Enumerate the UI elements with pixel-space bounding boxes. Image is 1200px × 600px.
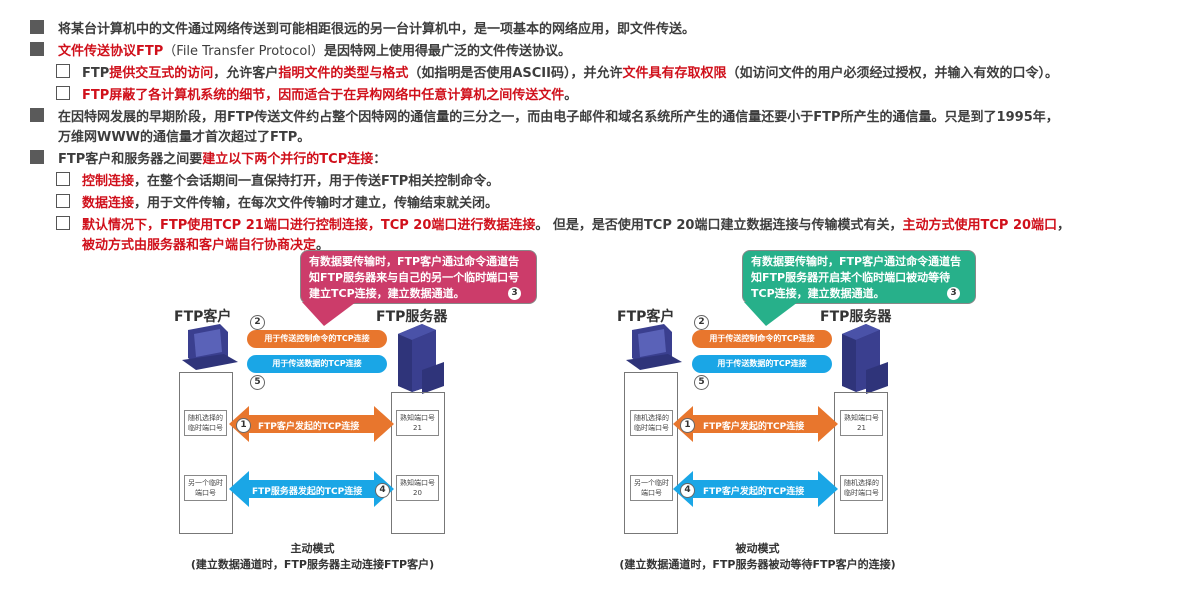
checkbox-bullet-icon <box>56 194 70 208</box>
bullet-text: 数据连接，用于文件传输，在每次文件传输时才建立，传输结束就关闭。 <box>82 192 498 211</box>
step-1-badge: 1 <box>680 418 695 433</box>
square-bullet-icon <box>30 150 44 164</box>
client-column <box>624 372 678 534</box>
server-port-21: 熟知端口号 21 <box>840 410 883 436</box>
highlight-text: 被动方式由服务器和客户端自行协商决定 <box>82 238 317 253</box>
server-icon <box>842 324 888 394</box>
body-text: 。 但是，是否使用TCP 20端口建立数据连接与传输模式有关， <box>535 218 903 233</box>
client-computer-icon <box>182 324 238 370</box>
arrow-2-label: FTP客户发起的TCP连接 <box>703 487 805 497</box>
body-text: 万维网WWW的通信量才首次超过了FTP。 <box>58 130 311 145</box>
highlight-text: 默认情况下，FTP使用TCP 21端口进行控制连接，TCP 20端口进行数据连接 <box>82 218 536 233</box>
bullet-text: FTP提供交互式的访问，允许客户指明文件的类型与格式（如指明是否使用ASCII码… <box>82 62 1058 81</box>
client-column <box>179 372 233 534</box>
highlight-text: 指明文件的类型与格式 <box>278 66 409 81</box>
body-text: ，允许客户 <box>213 66 279 81</box>
body-text: 在因特网发展的早期阶段，用FTP传送文件约占整个因特网的通信量的三分之一，而由电… <box>58 110 1059 125</box>
passive-caption-title: 被动模式 <box>735 542 780 555</box>
arrow-data-connection <box>229 471 394 507</box>
body-text: 将某台计算机中的文件通过网络传送到可能相距很远的另一台计算机中，是一项基本的网络… <box>58 22 696 37</box>
highlight-text: 主动方式使用TCP 20端口 <box>902 218 1058 233</box>
bullet-text: 万维网WWW的通信量才首次超过了FTP。 <box>58 126 310 145</box>
body-text: ， <box>1057 218 1071 233</box>
body-text: 是因特网上使用得最广泛的文件传送协议。 <box>323 44 571 59</box>
callout-pointer <box>744 302 798 326</box>
arrow-data-connection <box>673 471 838 507</box>
highlight-text: 文件具有存取权限 <box>622 66 727 81</box>
client-port-2: 另一个临时端口号 <box>184 475 227 501</box>
server-port-20: 熟知端口号 20 <box>396 475 439 501</box>
body-text: 。 <box>564 88 578 103</box>
bullet-text: 控制连接，在整个会话期间一直保持打开，用于传送FTP相关控制命令。 <box>82 170 499 189</box>
checkbox-bullet-icon <box>56 86 70 100</box>
body-text: （File Transfer Protocol） <box>163 44 324 59</box>
checkbox-bullet-icon <box>56 172 70 186</box>
client-port-1: 随机选择的临时端口号 <box>630 410 673 436</box>
step-4-badge: 4 <box>375 483 390 498</box>
square-bullet-icon <box>30 42 44 56</box>
highlight-text: FTP屏蔽了各计算机系统的细节，因而适合于在异构网络中任意计算机之间传送文件 <box>82 88 565 103</box>
server-port-random: 随机选择的临时端口号 <box>840 475 883 501</box>
arrow-2-label: FTP服务器发起的TCP连接 <box>252 487 363 497</box>
highlight-text: 数据连接 <box>82 196 135 211</box>
callout-pointer <box>302 302 356 326</box>
client-port-2: 另一个临时端口号 <box>630 475 673 501</box>
bullet-text: 被动方式由服务器和客户端自行协商决定。 <box>82 234 329 253</box>
highlight-text: 提供交互式的访问 <box>109 66 214 81</box>
square-bullet-icon <box>30 108 44 122</box>
client-label: FTP客户 <box>617 309 675 325</box>
server-label: FTP服务器 <box>376 309 448 325</box>
active-caption-sub: (建立数据通道时，FTP服务器主动连接FTP客户) <box>190 558 435 571</box>
body-text: （如访问文件的用户必须经过授权，并输入有效的口令）。 <box>726 66 1058 81</box>
step-3-badge: 3 <box>947 287 960 300</box>
server-column <box>391 392 445 534</box>
data-connection-pill: 用于传送数据的TCP连接 <box>247 355 387 373</box>
body-text: 。 <box>316 238 330 253</box>
client-computer-icon <box>626 324 682 370</box>
control-connection-pill: 用于传送控制命令的TCP连接 <box>692 330 832 348</box>
highlight-text: 控制连接 <box>82 174 135 189</box>
arrow-control-connection <box>673 406 838 442</box>
server-label: FTP服务器 <box>820 309 892 325</box>
bullet-text: 默认情况下，FTP使用TCP 21端口进行控制连接，TCP 20端口进行数据连接… <box>82 214 1070 233</box>
step-4-badge: 4 <box>680 483 695 498</box>
bullet-text: 将某台计算机中的文件通过网络传送到可能相距很远的另一台计算机中，是一项基本的网络… <box>58 18 695 37</box>
body-text: ，用于文件传输，在每次文件传输时才建立，传输结束就关闭。 <box>134 196 499 211</box>
body-text: FTP客户和服务器之间要 <box>58 152 203 167</box>
highlight-text: 建立以下两个并行的TCP连接 <box>202 152 374 167</box>
checkbox-bullet-icon <box>56 216 70 230</box>
checkbox-bullet-icon <box>56 64 70 78</box>
bullet-text: FTP客户和服务器之间要建立以下两个并行的TCP连接： <box>58 148 386 167</box>
passive-caption-sub: (建立数据通道时，FTP服务器被动等待FTP客户的连接) <box>619 558 896 571</box>
step-1-badge: 1 <box>236 418 251 433</box>
square-bullet-icon <box>30 20 44 34</box>
body-text: ： <box>373 152 387 167</box>
bullet-text: 文件传送协议FTP（File Transfer Protocol）是因特网上使用… <box>58 40 571 59</box>
bullet-text: FTP屏蔽了各计算机系统的细节，因而适合于在异构网络中任意计算机之间传送文件。 <box>82 84 577 103</box>
bullet-text: 在因特网发展的早期阶段，用FTP传送文件约占整个因特网的通信量的三分之一，而由电… <box>58 106 1059 125</box>
callout-passive: 有数据要传输时，FTP客户通过命令通道告知FTP服务器开启某个临时端口被动等待T… <box>742 250 976 304</box>
active-caption-title: 主动模式 <box>290 542 335 555</box>
step-2-badge: 2 <box>250 315 265 330</box>
step-5-badge: 5 <box>694 375 709 390</box>
control-connection-pill: 用于传送控制命令的TCP连接 <box>247 330 387 348</box>
arrow-1-label: FTP客户发起的TCP连接 <box>258 422 360 432</box>
active-mode-diagram: 有数据要传输时，FTP客户通过命令通道告知FTP服务器来与自己的另一个临时端口号… <box>174 250 537 571</box>
body-text: ，在整个会话期间一直保持打开，用于传送FTP相关控制命令。 <box>134 174 500 189</box>
arrow-control-connection <box>229 406 394 442</box>
highlight-text: 文件传送协议FTP <box>58 44 164 59</box>
server-column <box>834 392 888 534</box>
callout-active: 有数据要传输时，FTP客户通过命令通道告知FTP服务器来与自己的另一个临时端口号… <box>300 250 537 304</box>
data-connection-pill: 用于传送数据的TCP连接 <box>692 355 832 373</box>
server-icon <box>398 324 444 394</box>
body-text: FTP <box>82 66 110 81</box>
client-label: FTP客户 <box>174 309 232 325</box>
client-port-1: 随机选择的临时端口号 <box>184 410 227 436</box>
step-2-badge: 2 <box>694 315 709 330</box>
body-text: （如指明是否使用ASCII码），并允许 <box>408 66 623 81</box>
server-port-21: 熟知端口号 21 <box>396 410 439 436</box>
step-5-badge: 5 <box>250 375 265 390</box>
step-3-badge: 3 <box>508 287 521 300</box>
arrow-1-label: FTP客户发起的TCP连接 <box>703 422 805 432</box>
